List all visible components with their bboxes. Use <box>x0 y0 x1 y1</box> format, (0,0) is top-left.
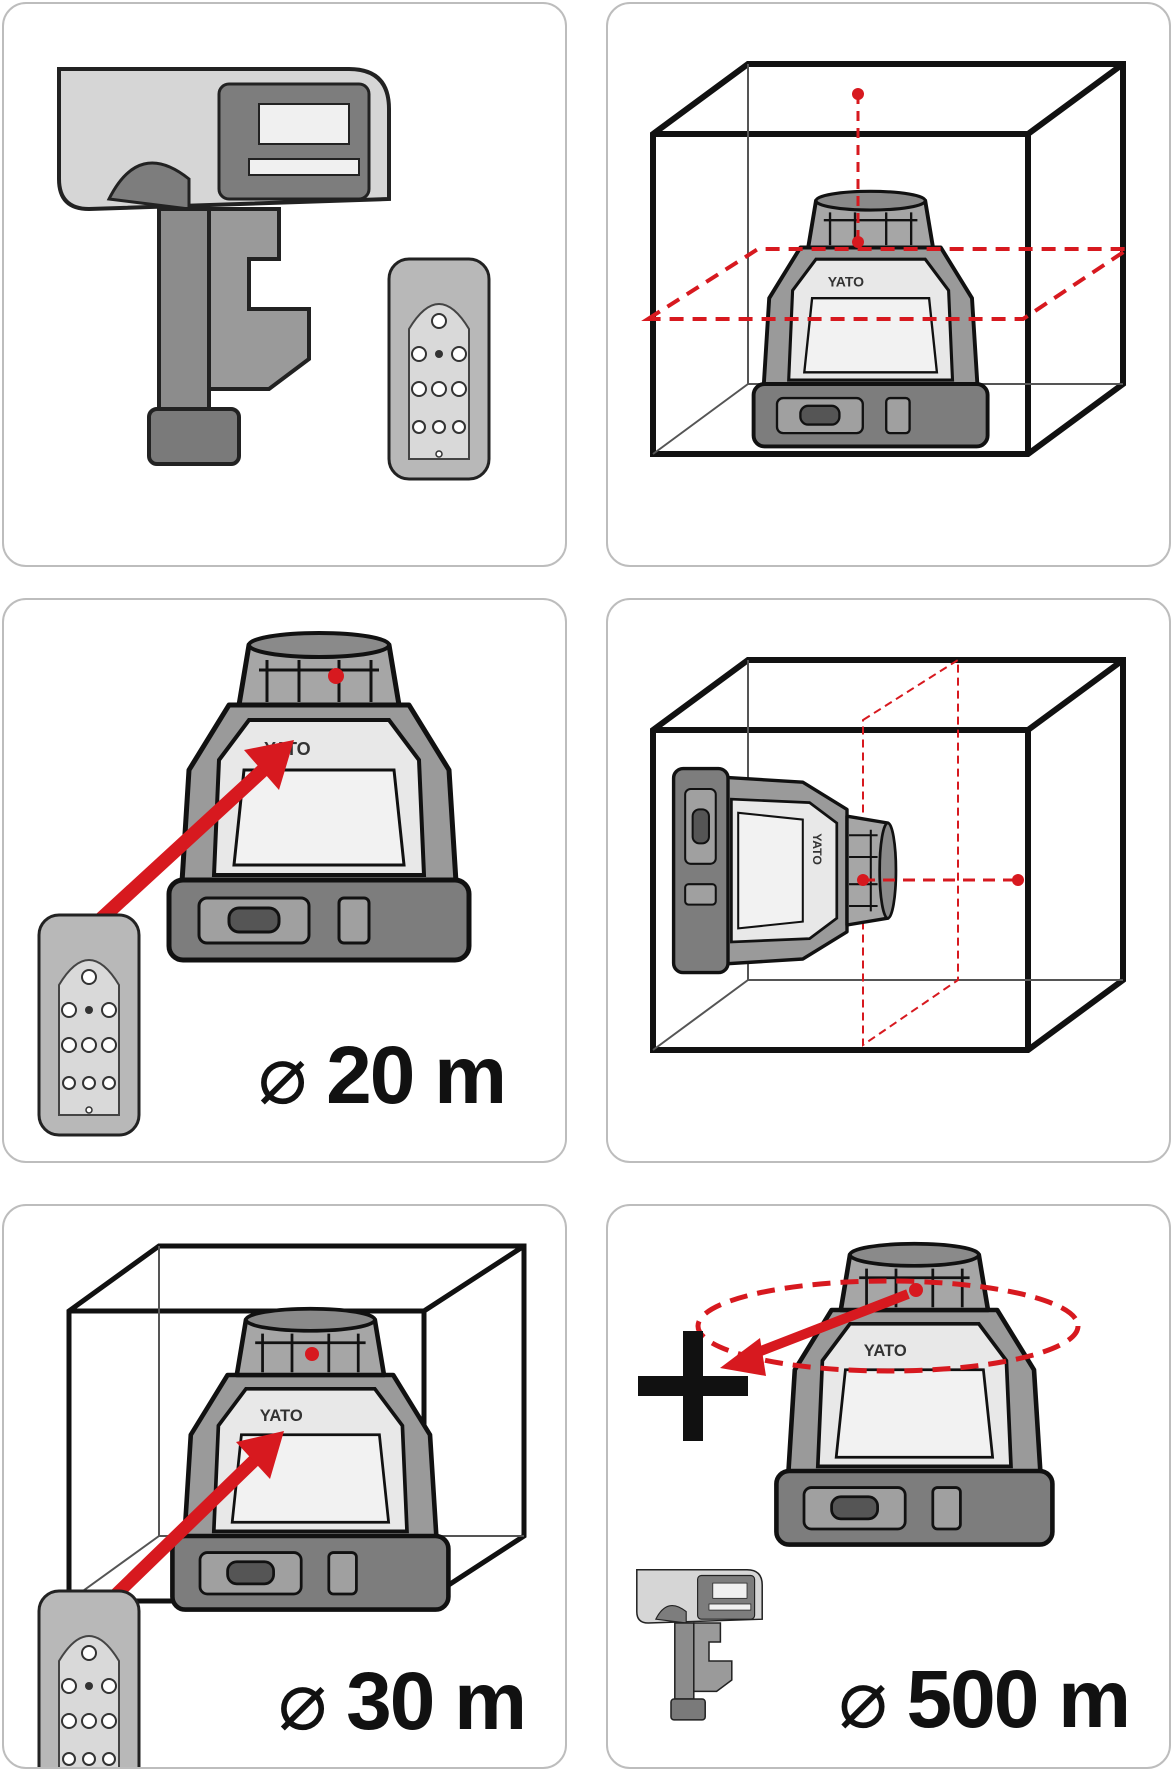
laser-receiver-icon <box>57 67 391 466</box>
diameter-symbol: ⌀ <box>838 1654 887 1745</box>
laser-plane-icon <box>862 658 959 1047</box>
range-label: ⌀ 500 m <box>838 1652 1131 1747</box>
signal-arrow-icon <box>84 754 279 936</box>
plus-icon <box>638 1331 748 1441</box>
panel-vertical-plane <box>606 598 1171 1163</box>
signal-arrow-icon <box>94 1446 269 1616</box>
range-value: 20 m <box>326 1030 507 1121</box>
range-value: 500 m <box>906 1654 1131 1745</box>
panel-receiver-range: ⌀ 500 m <box>606 1204 1171 1769</box>
room-cube-icon <box>650 61 1126 457</box>
range-label: ⌀ 30 m <box>277 1654 527 1749</box>
room-cube-icon <box>650 657 1126 1053</box>
horizontal-plane-illustration <box>641 61 1135 457</box>
panel-horizontal-plane <box>606 2 1171 567</box>
remote-control-icon <box>37 1589 141 1767</box>
remote-control-icon <box>387 257 491 481</box>
panel-room-range: ⌀ 30 m <box>2 1204 567 1769</box>
remote-control-icon <box>37 913 141 1137</box>
vertical-plane-illustration <box>650 657 1126 1053</box>
room-range-illustration <box>37 1243 527 1767</box>
accessories-illustration <box>57 67 491 481</box>
beam-arrow-icon <box>746 1289 910 1361</box>
range-label: ⌀ 20 m <box>257 1028 507 1123</box>
range-value: 30 m <box>346 1656 527 1747</box>
panel-accessories <box>2 2 567 567</box>
diameter-symbol: ⌀ <box>257 1030 307 1121</box>
remote-range-illustration <box>37 600 565 1137</box>
diameter-symbol: ⌀ <box>277 1656 327 1747</box>
panel-remote-range: ⌀ 20 m <box>2 598 567 1163</box>
laser-receiver-icon <box>636 1569 763 1721</box>
receiver-range-illustration <box>636 1206 1081 1721</box>
rotation-beam-icon <box>695 1278 1081 1374</box>
rotary-laser-icon <box>169 633 469 960</box>
